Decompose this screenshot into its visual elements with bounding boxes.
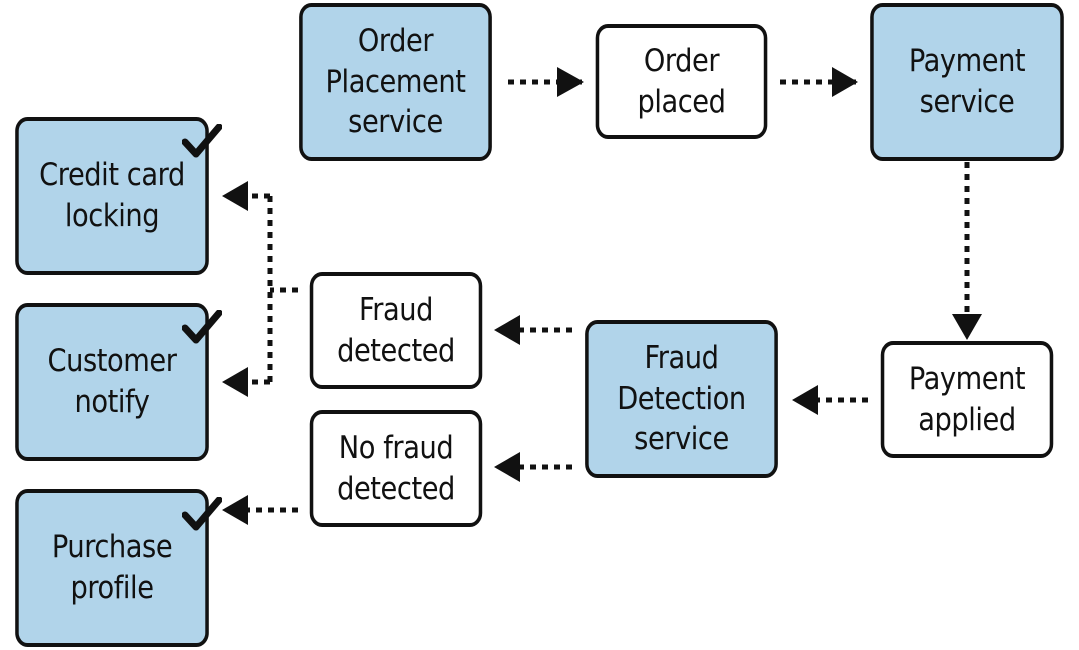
fraud-detected-event-box: Fraud detected xyxy=(309,272,483,389)
customer-notify-box: Customer notify xyxy=(15,303,209,461)
arrowhead-credit-card-locking xyxy=(222,181,248,211)
checkmark-icon xyxy=(182,497,222,531)
order-placement-service-box: Order Placement service xyxy=(299,3,492,161)
order-placement-service-label: Order Placement service xyxy=(325,22,466,141)
arrowhead-fraud-detection xyxy=(792,385,818,415)
checkmark-icon xyxy=(182,124,222,158)
arrowhead-payment-service xyxy=(832,67,858,97)
arrowhead-payment-applied xyxy=(952,314,982,340)
checkmark-icon xyxy=(182,310,222,344)
arrowhead-fraud-detected xyxy=(494,315,520,345)
credit-card-locking-box: Credit card locking xyxy=(15,117,209,275)
payment-service-box: Payment service xyxy=(870,3,1064,161)
no-fraud-detected-event-box: No fraud detected xyxy=(309,410,483,527)
payment-applied-label: Payment applied xyxy=(908,360,1026,438)
arrowhead-order-placed xyxy=(557,67,584,97)
fraud-detection-service-label: Fraud Detection service xyxy=(617,339,746,458)
arrowhead-customer-notify xyxy=(222,367,248,397)
payment-applied-event-box: Payment applied xyxy=(880,341,1054,458)
no-fraud-detected-label: No fraud detected xyxy=(337,429,455,507)
credit-card-locking-label: Credit card locking xyxy=(39,157,185,234)
customer-notify-label: Customer notify xyxy=(47,343,177,420)
fraud-detected-label: Fraud detected xyxy=(337,291,455,369)
arrow-fraud-detected-branch xyxy=(246,193,298,385)
order-placed-label: Order placed xyxy=(637,42,726,120)
fraud-detection-service-box: Fraud Detection service xyxy=(585,320,778,478)
arrowhead-no-fraud-detected xyxy=(494,452,520,482)
purchase-profile-label: Purchase profile xyxy=(51,529,173,606)
purchase-profile-box: Purchase profile xyxy=(15,489,209,647)
order-placed-event-box: Order placed xyxy=(595,24,768,139)
arrowhead-purchase-profile xyxy=(222,495,248,525)
payment-service-label: Payment service xyxy=(908,43,1026,120)
